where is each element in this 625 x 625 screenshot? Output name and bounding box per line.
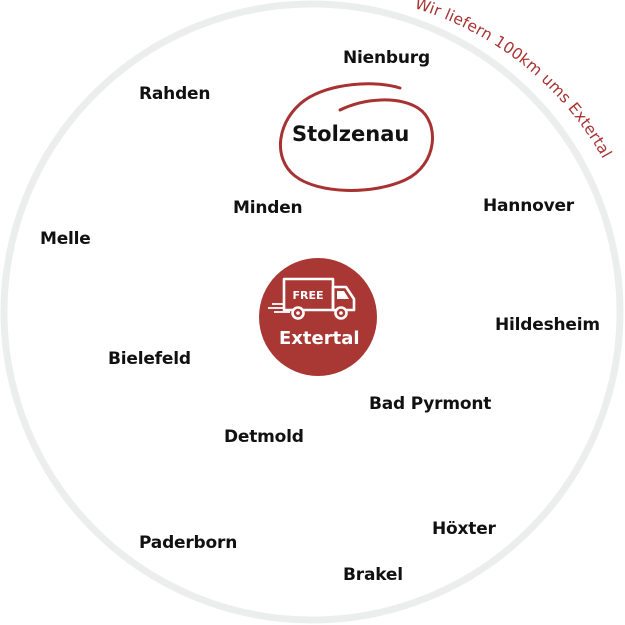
city-label-paderborn: Paderborn [139, 533, 238, 553]
city-label-bad-pyrmont: Bad Pyrmont [369, 394, 492, 414]
highlighted-city-stolzenau: Stolzenau [292, 122, 410, 146]
city-label-nienburg: Nienburg [343, 48, 430, 68]
city-label-bielefeld: Bielefeld [108, 349, 191, 369]
extertal-badge: FREE [259, 258, 377, 376]
city-label-brakel: Brakel [343, 565, 403, 585]
city-label-melle: Melle [40, 229, 91, 249]
city-label-hoexter: Höxter [432, 519, 496, 539]
city-label-detmold: Detmold [224, 427, 304, 447]
free-label: FREE [292, 289, 323, 302]
city-label-minden: Minden [233, 198, 303, 218]
city-label-rahden: Rahden [139, 84, 211, 104]
city-label-hannover: Hannover [483, 196, 574, 216]
delivery-truck-icon [268, 277, 356, 320]
city-label-hildesheim: Hildesheim [495, 315, 600, 335]
stolzenau-highlight-circle [279, 82, 434, 192]
center-city-label: Extertal [279, 328, 360, 349]
